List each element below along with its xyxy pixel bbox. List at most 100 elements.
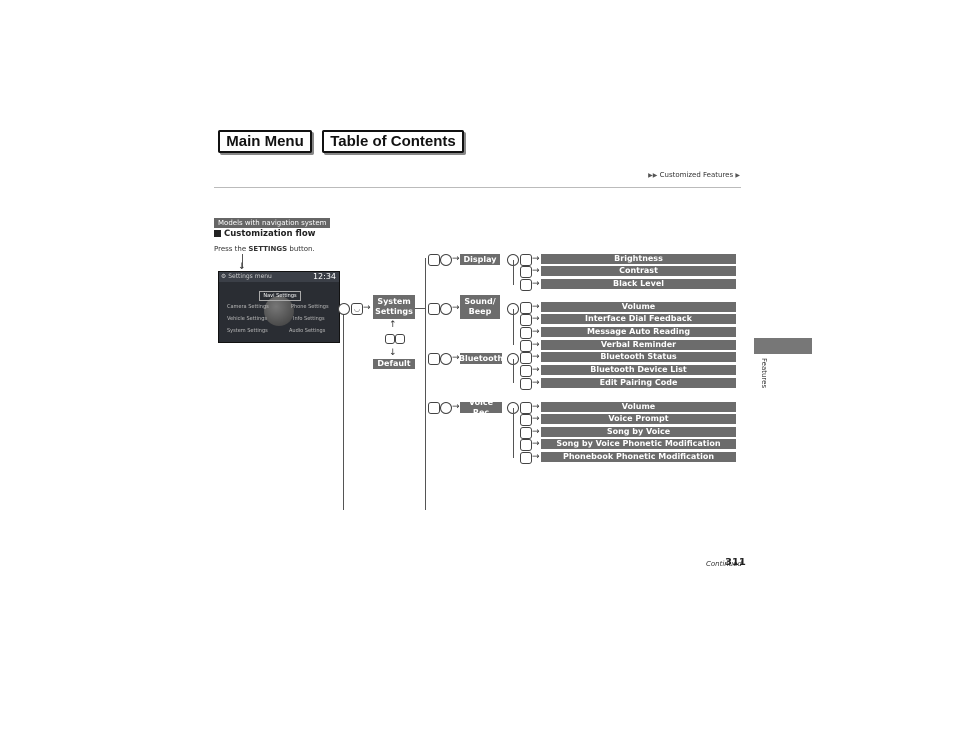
press-icon xyxy=(385,334,395,344)
right-arrow-icon: → xyxy=(532,302,540,312)
menu-item-contrast: Contrast xyxy=(541,266,736,276)
press-icon xyxy=(520,314,532,326)
section-title: Customization flow xyxy=(214,229,316,239)
menu-item-interface-dial-feedback: Interface Dial Feedback xyxy=(541,314,736,324)
right-arrow-icon: → xyxy=(532,439,540,449)
press-icon xyxy=(520,352,532,364)
press-icon xyxy=(520,365,532,377)
breadcrumb-label: Customized Features xyxy=(659,171,734,179)
system-settings-label: System Settings xyxy=(373,295,415,319)
press-icon xyxy=(395,334,405,344)
settings-screen-image: ⚙ Settings menu 12:34 Navi Settings Came… xyxy=(218,271,340,343)
menu-item-edit-pairing-code: Edit Pairing Code xyxy=(541,378,736,388)
right-arrow-icon: → xyxy=(532,378,540,388)
right-arrow-icon: → xyxy=(532,402,540,412)
screen-option: Phone Settings xyxy=(291,304,329,310)
press-icon xyxy=(428,303,440,315)
page-number: 311 xyxy=(725,557,746,568)
flow-branch-line xyxy=(415,308,425,309)
right-arrow-icon: → xyxy=(452,402,460,412)
menu-item-song-by-voice: Song by Voice xyxy=(541,427,736,437)
right-arrow-icon: → xyxy=(452,353,460,363)
press-icon xyxy=(520,402,532,414)
continued-label: Continued xyxy=(706,560,742,568)
menu-item-bluetooth-status: Bluetooth Status xyxy=(541,352,736,362)
side-tab[interactable] xyxy=(754,338,812,354)
press-icon xyxy=(428,254,440,266)
menu-item-brightness: Brightness xyxy=(541,254,736,264)
right-arrow-icon: → xyxy=(532,340,540,350)
right-arrow-icon: → xyxy=(532,352,540,362)
press-icon xyxy=(520,340,532,352)
down-arrow-icon: ↓ xyxy=(389,348,397,358)
screen-time: 12:34 xyxy=(312,272,336,281)
group-line xyxy=(513,408,514,458)
connector-line xyxy=(242,254,243,268)
right-arrow-icon: → xyxy=(532,452,540,462)
menu-item-verbal-reminder: Verbal Reminder xyxy=(541,340,736,350)
header-divider xyxy=(214,187,741,188)
group-label-voice-rec: Voice Rec xyxy=(460,398,502,417)
group-label-display: Display xyxy=(460,254,500,265)
right-arrow-icon: → xyxy=(532,427,540,437)
table-of-contents-button[interactable]: Table of Contents xyxy=(322,130,464,153)
right-arrow-icon: → xyxy=(532,365,540,375)
press-icon: ◡ xyxy=(351,303,363,315)
press-icon xyxy=(520,439,532,451)
right-arrow-icon: → xyxy=(532,414,540,424)
models-badge: Models with navigation system xyxy=(214,218,331,228)
rotate-icon xyxy=(440,254,452,266)
group-label-bluetooth: Bluetooth xyxy=(458,353,504,364)
screen-title-bar: ⚙ Settings menu xyxy=(219,272,339,282)
right-arrow-icon: → xyxy=(532,266,540,276)
menu-item-phonebook-phonetic-modification: Phonebook Phonetic Modification xyxy=(541,452,736,462)
breadcrumb: ▶▶ Customized Features ▶ xyxy=(648,171,740,179)
menu-item-message-auto-reading: Message Auto Reading xyxy=(541,327,736,337)
press-icon xyxy=(520,327,532,339)
right-arrow-icon: → xyxy=(532,327,540,337)
press-icon xyxy=(520,279,532,291)
group-line xyxy=(513,260,514,285)
screen-title: Settings menu xyxy=(228,273,272,280)
press-instruction: Press the SETTINGS button. xyxy=(214,245,315,253)
right-arrow-icon: → xyxy=(532,314,540,324)
screen-option: Info Settings xyxy=(293,316,325,322)
menu-item-volume: Volume xyxy=(541,402,736,412)
press-icon xyxy=(520,378,532,390)
group-line xyxy=(513,359,514,383)
menu-item-voice-prompt: Voice Prompt xyxy=(541,414,736,424)
screen-option: System Settings xyxy=(227,328,268,334)
right-arrow-icon: → xyxy=(532,254,540,264)
screen-option: Camera Settings xyxy=(227,304,269,310)
main-menu-button[interactable]: Main Menu xyxy=(218,130,312,153)
rotate-icon xyxy=(440,402,452,414)
default-label: Default xyxy=(373,359,415,369)
right-arrow-icon: → xyxy=(532,279,540,289)
press-icon xyxy=(428,353,440,365)
menu-item-song-by-voice-phonetic-modification: Song by Voice Phonetic Modification xyxy=(541,439,736,449)
breadcrumb-arrow-icon: ▶ xyxy=(735,172,740,179)
breadcrumb-arrow-icon: ▶▶ xyxy=(648,172,658,179)
press-icon xyxy=(428,402,440,414)
screen-option: Audio Settings xyxy=(289,328,326,334)
press-icon xyxy=(520,427,532,439)
press-icon xyxy=(520,414,532,426)
group-line xyxy=(513,309,514,345)
rotate-icon xyxy=(440,303,452,315)
flow-trunk-line xyxy=(425,258,426,510)
dial-knob-icon xyxy=(264,296,294,326)
down-arrow-icon: ↓ xyxy=(238,262,246,272)
square-bullet-icon xyxy=(214,230,221,237)
press-pre: Press the xyxy=(214,245,249,253)
up-arrow-icon: ↑ xyxy=(389,320,397,330)
right-arrow-icon: → xyxy=(452,254,460,264)
rotate-icon xyxy=(338,303,350,315)
side-tab-label: Features xyxy=(760,358,768,389)
press-icon xyxy=(520,302,532,314)
section-title-text: Customization flow xyxy=(224,229,316,239)
press-icon xyxy=(520,254,532,266)
right-arrow-icon: → xyxy=(363,303,371,313)
press-icon xyxy=(520,452,532,464)
flow-line xyxy=(343,313,344,510)
menu-item-black-level: Black Level xyxy=(541,279,736,289)
